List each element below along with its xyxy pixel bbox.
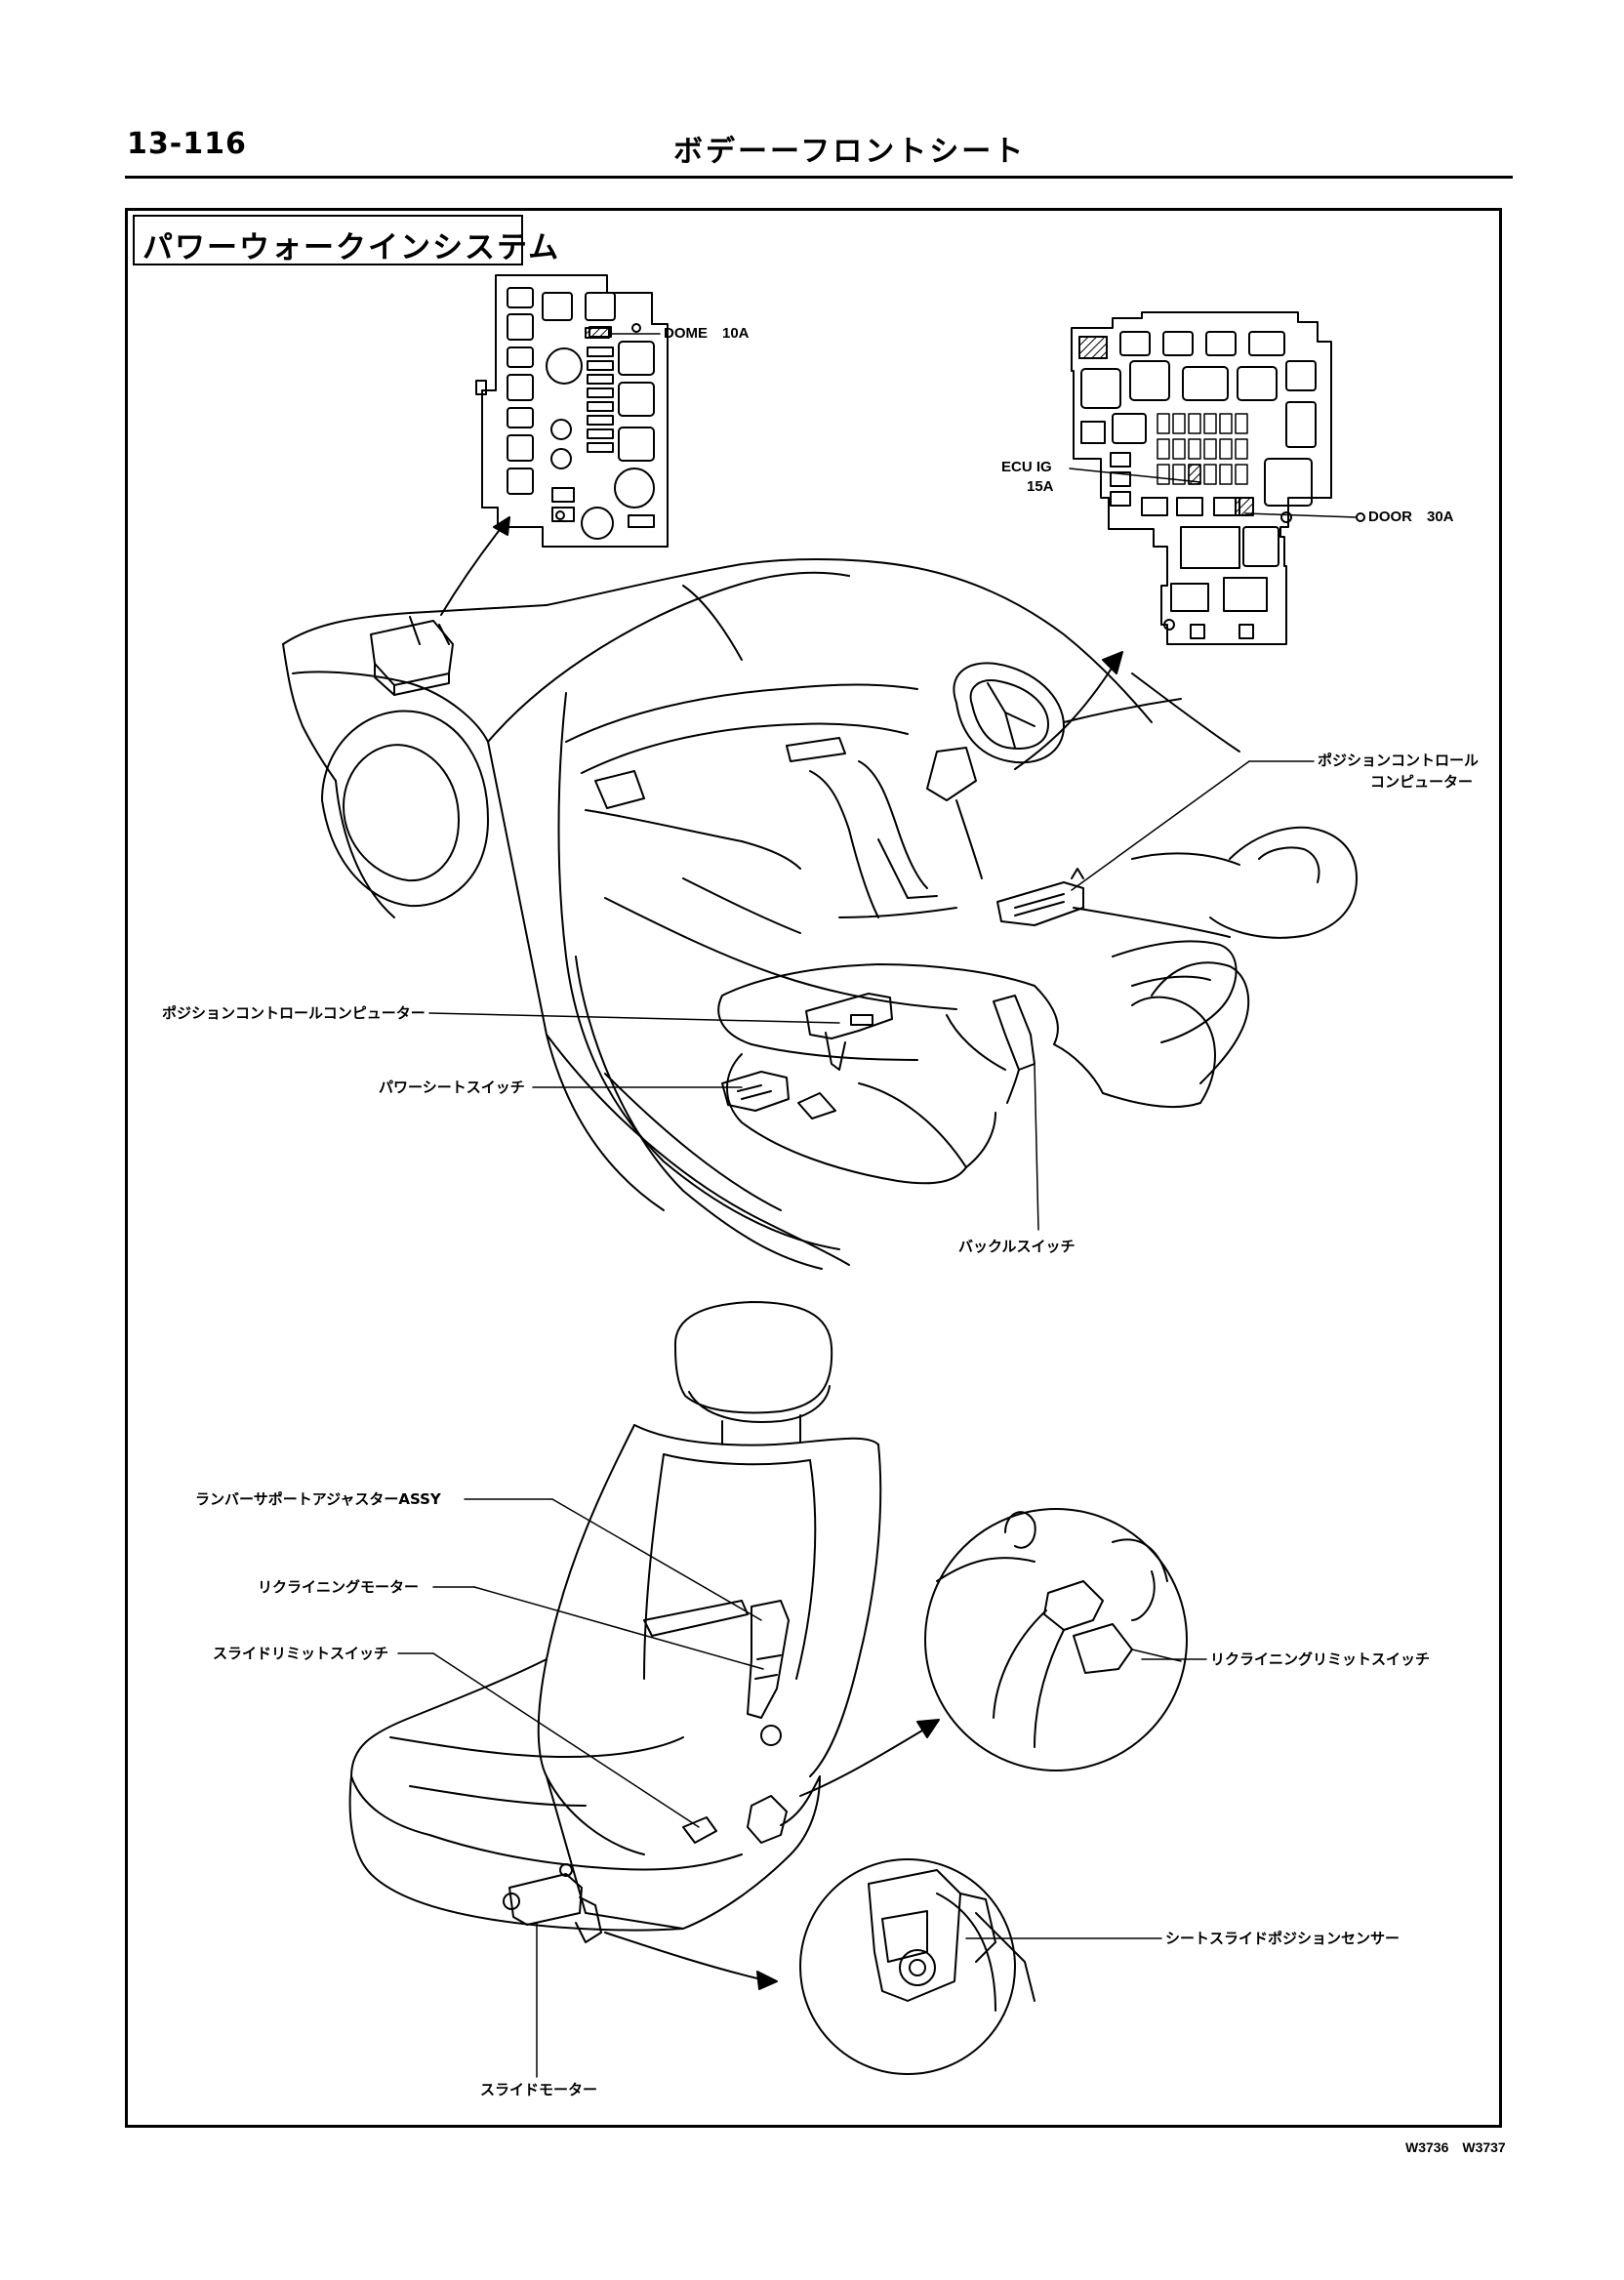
fuse-label-dome: DOME 10A bbox=[664, 325, 750, 342]
junction-block bbox=[1072, 312, 1331, 644]
callout-position-computer-left: ポジションコントロールコンピューター bbox=[162, 1004, 426, 1022]
callout-buckle-switch: バックルスイッチ bbox=[958, 1238, 1076, 1255]
callout-reclining-limit-switch: リクライニングリミットスイッチ bbox=[1210, 1650, 1431, 1668]
detail-circle-sensor bbox=[800, 1859, 1035, 2074]
seat-illustration bbox=[350, 1302, 881, 1942]
callout-lumbar-support: ランバーサポートアジャスターASSY bbox=[195, 1490, 441, 1508]
callout-seat-slide-sensor: シートスライドポジションセンサー bbox=[1165, 1930, 1401, 1947]
section-title-box bbox=[133, 215, 523, 265]
callout-position-computer-right-1: ポジションコントロール bbox=[1318, 752, 1480, 769]
diagram-frame bbox=[125, 208, 1502, 2128]
page-number: 13-116 bbox=[127, 127, 247, 161]
figure-codes: W3736 W3737 bbox=[1405, 2139, 1506, 2155]
detail-circle-reclining bbox=[925, 1509, 1187, 1771]
engine-room-fuse-block bbox=[476, 275, 668, 547]
fuse-label-ecu-ig: ECU IG bbox=[1001, 459, 1052, 475]
section-title: パワーウォークインシステム bbox=[142, 230, 561, 265]
fuse-label-door: DOOR 30A bbox=[1368, 509, 1454, 525]
fuse-label-ecu-ig-amp: 15A bbox=[1027, 478, 1054, 495]
callout-power-seat-switch: パワーシートスイッチ bbox=[379, 1079, 525, 1096]
callout-slide-motor: スライドモーター bbox=[480, 2081, 598, 2098]
callout-slide-limit-switch: スライドリミットスイッチ bbox=[213, 1645, 389, 1662]
callout-reclining-motor: リクライニングモーター bbox=[258, 1578, 420, 1596]
page-title: ボデーーフロントシート bbox=[673, 135, 1027, 169]
header-rule bbox=[125, 176, 1513, 179]
car-body bbox=[283, 559, 1357, 1269]
callout-position-computer-right-2: コンピューター bbox=[1370, 773, 1474, 791]
